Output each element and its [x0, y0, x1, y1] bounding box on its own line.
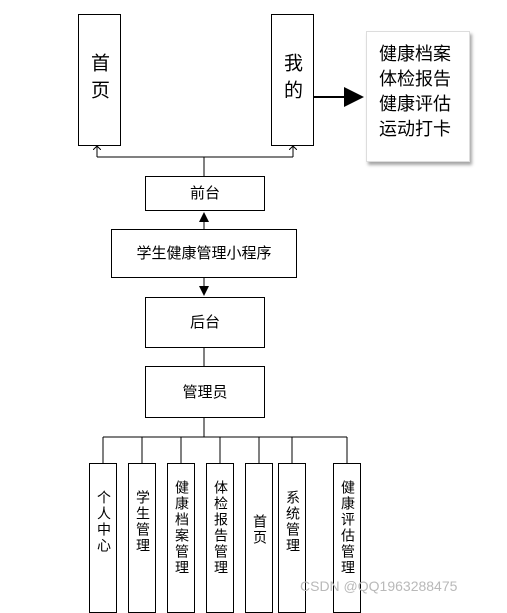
module-box: 首页 [245, 463, 273, 613]
mine-box: 我的 [271, 14, 314, 146]
feature-item: 健康评估 [379, 94, 451, 115]
module-label: 学生管理 [134, 490, 150, 554]
backend-label: 后台 [189, 313, 220, 331]
mine-features-note: 健康档案 体检报告 健康评估 运动打卡 [366, 31, 470, 162]
feature-item: 运动打卡 [379, 119, 451, 140]
frontend-box: 前台 [145, 176, 265, 211]
home-box-label: 首页 [88, 53, 110, 107]
feature-item: 健康档案 [379, 44, 451, 65]
admin-label: 管理员 [182, 382, 228, 401]
module-box: 健康评估管理 [333, 463, 361, 613]
module-box: 个人中心 [89, 463, 117, 613]
module-box: 体检报告管理 [206, 463, 234, 613]
module-box: 健康档案管理 [167, 463, 195, 613]
module-label: 体检报告管理 [212, 480, 228, 576]
module-box: 学生管理 [128, 463, 156, 613]
mine-box-label: 我的 [281, 53, 303, 107]
feature-item: 体检报告 [379, 69, 451, 90]
backend-box: 后台 [145, 297, 265, 348]
app-name-label: 学生健康管理小程序 [136, 244, 272, 262]
home-box: 首页 [78, 14, 121, 146]
module-label: 首页 [251, 514, 267, 546]
admin-box: 管理员 [145, 366, 265, 418]
app-box: 学生健康管理小程序 [111, 229, 297, 278]
frontend-label: 前台 [189, 184, 220, 202]
watermark: CSDN @QQ1963288475 [300, 578, 458, 594]
module-label: 健康评估管理 [339, 480, 355, 576]
module-box: 系统管理 [278, 463, 306, 613]
module-label: 健康档案管理 [173, 480, 189, 576]
module-label: 系统管理 [284, 490, 300, 554]
module-label: 个人中心 [95, 490, 111, 554]
